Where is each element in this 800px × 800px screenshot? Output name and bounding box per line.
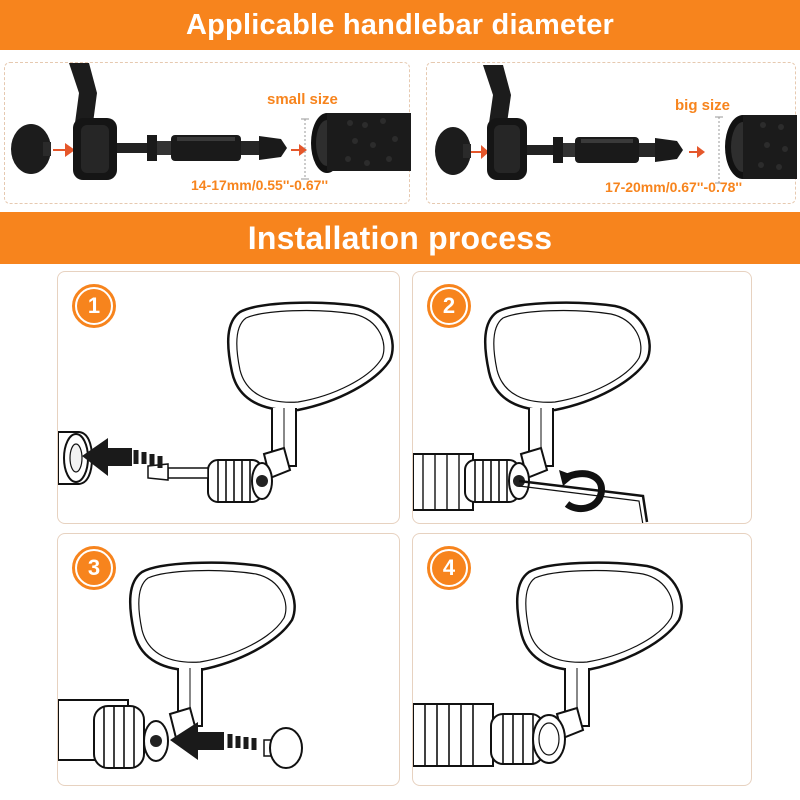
insert-arrow-icon	[82, 438, 132, 476]
step-3-badge: 3	[72, 546, 116, 590]
arrow-right-icon	[471, 145, 489, 159]
rotate-arrow-icon	[563, 470, 605, 513]
end-cap-icon	[11, 124, 51, 174]
big-size-label: big size	[675, 97, 731, 114]
install-step-2: 2	[412, 271, 752, 524]
step-2-badge: 2	[427, 284, 471, 328]
big-size-range: 17-20mm/0.67''-0.78''	[605, 179, 743, 195]
diameter-banner: Applicable handlebar diameter	[0, 0, 800, 50]
install-step-4: 4	[412, 533, 752, 786]
allen-key-icon	[518, 479, 649, 523]
big-size-panel: big size 17-20mm/0.67''-0.78''	[426, 62, 797, 204]
small-size-panel: small size 14-17mm/0.55''-0.67''	[4, 62, 411, 204]
end-cap-icon	[435, 127, 471, 175]
small-size-label: small size	[267, 91, 338, 108]
end-cap-icon	[269, 727, 303, 769]
push-arrow-icon	[170, 722, 224, 760]
step-3-number: 3	[77, 551, 111, 585]
mirror-arm-icon	[69, 63, 97, 123]
step-4-number: 4	[432, 551, 466, 585]
small-size-parts-illustration	[11, 63, 411, 180]
installation-title: Installation process	[247, 219, 553, 256]
arrow-right-icon	[53, 143, 75, 157]
diameter-title: Applicable handlebar diameter	[185, 8, 615, 41]
step-2-number: 2	[432, 289, 466, 323]
mirror-arm-icon	[483, 65, 511, 123]
step-4-badge: 4	[427, 546, 471, 590]
step-1-badge: 1	[72, 284, 116, 328]
big-size-parts-illustration	[435, 65, 797, 184]
small-size-range: 14-17mm/0.55''-0.67''	[191, 177, 329, 193]
step-4-illustration	[413, 561, 683, 767]
install-step-1: 1	[57, 271, 400, 524]
step-1-number: 1	[77, 289, 111, 323]
step-2-illustration	[413, 301, 651, 523]
install-step-3: 3	[57, 533, 400, 786]
step-3-illustration	[58, 561, 303, 769]
installation-banner: Installation process	[0, 212, 800, 264]
step-1-illustration	[58, 301, 394, 503]
